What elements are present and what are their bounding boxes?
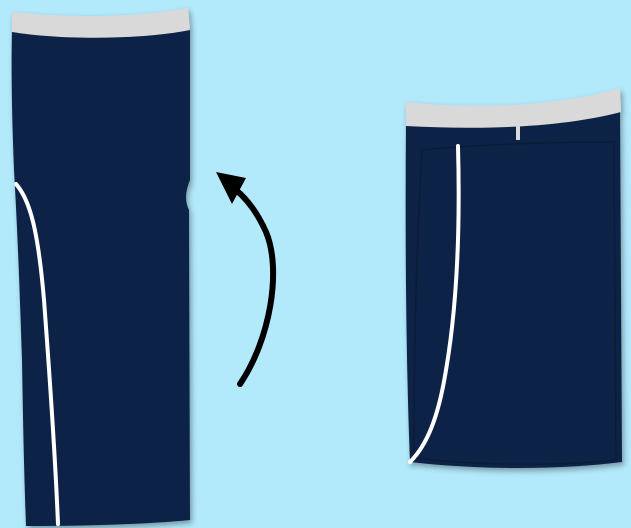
folded-flap <box>414 142 616 464</box>
pant-leg-body <box>12 28 190 526</box>
pant-leg-folded <box>406 88 622 468</box>
waistband-tab <box>516 126 520 140</box>
pant-leg-unfolded <box>12 8 190 526</box>
